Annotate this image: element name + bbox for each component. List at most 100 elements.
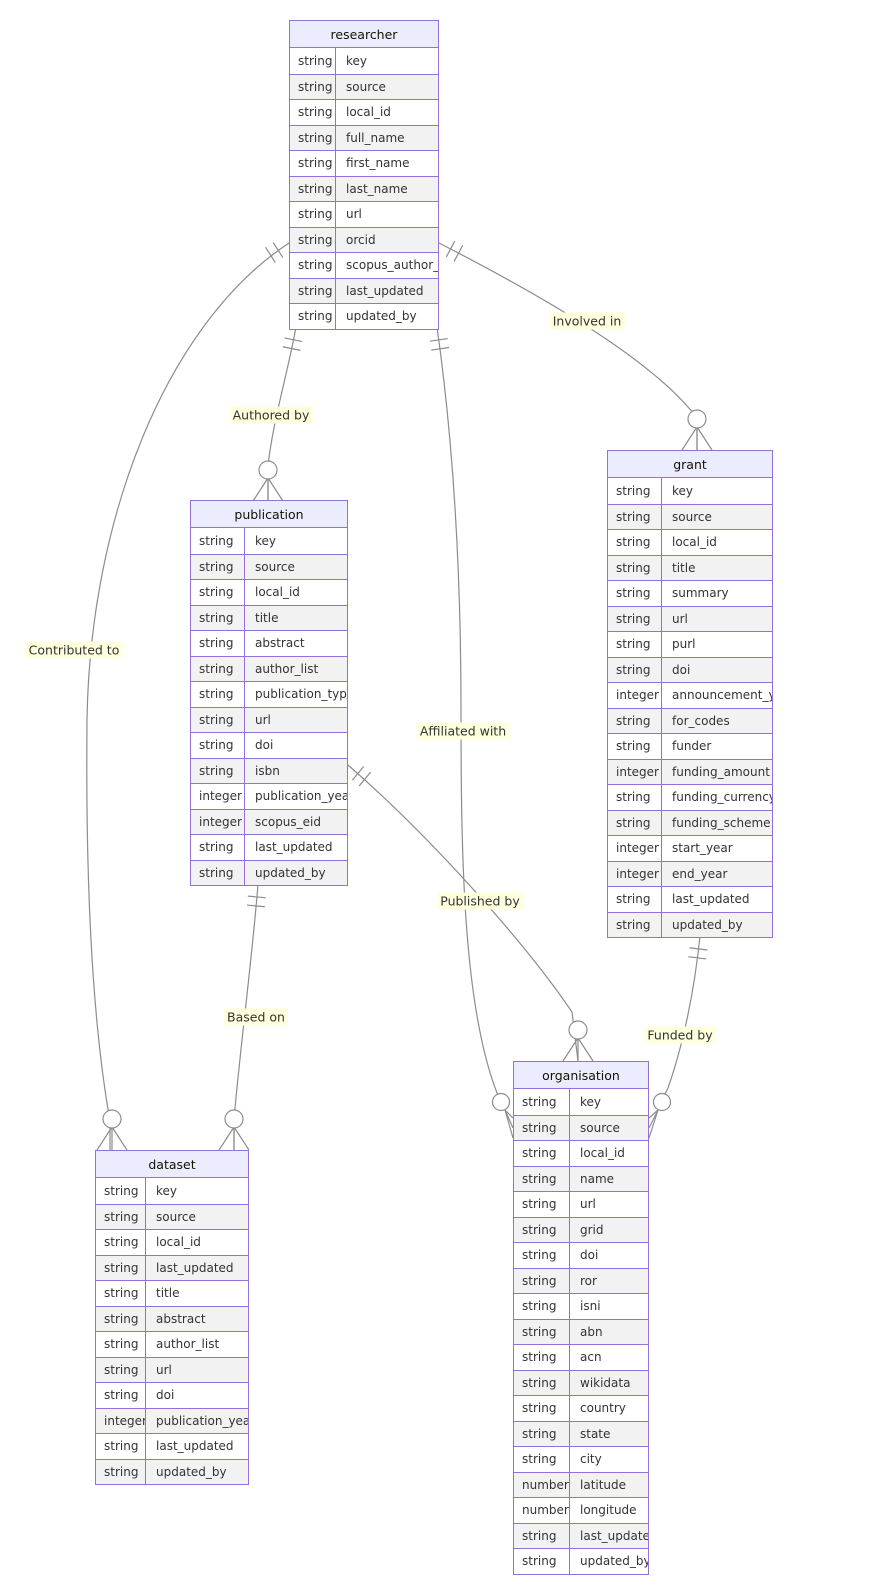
attribute-type: string [514, 1166, 570, 1191]
attribute-name: doi [570, 1243, 648, 1268]
attribute-name: funder [662, 734, 772, 759]
relationship-line [438, 242, 698, 450]
attribute-type: string [290, 125, 336, 150]
one-cardinality-tick [445, 240, 456, 258]
attribute-name: funding_currency [662, 785, 772, 810]
crow-foot-prong [111, 1126, 128, 1151]
crow-foot-prong [696, 426, 713, 451]
relationship-line [233, 883, 259, 1150]
attribute-name: state [570, 1421, 648, 1446]
attribute-type: string [514, 1243, 570, 1268]
one-cardinality-tick [282, 346, 301, 351]
crow-foot-prong [504, 1109, 514, 1139]
attribute-type: string [96, 1383, 146, 1408]
entity-title: organisation [514, 1062, 648, 1089]
zero-or-many-circle [652, 1092, 672, 1112]
attribute-type: number [514, 1472, 570, 1497]
attribute-name: for_codes [662, 708, 772, 733]
attribute-name: publication_year [245, 784, 347, 809]
attribute-name: name [570, 1166, 648, 1191]
attribute-type: string [514, 1115, 570, 1140]
relationship-label-involved-in: Involved in [549, 312, 625, 330]
one-cardinality-tick [272, 242, 284, 258]
attribute-type: string [514, 1217, 570, 1242]
attribute-name: abstract [146, 1306, 248, 1331]
attribute-type: string [191, 631, 245, 656]
attribute-name: publication_type [245, 682, 347, 707]
attribute-name: key [146, 1178, 248, 1204]
attribute-name: doi [146, 1383, 248, 1408]
attribute-type: string [514, 1089, 570, 1115]
attribute-type: string [608, 810, 662, 835]
crow-foot-prong [648, 1109, 659, 1139]
one-cardinality-tick [351, 765, 365, 781]
one-cardinality-tick [265, 246, 276, 263]
attribute-type: string [191, 656, 245, 681]
attribute-name: country [570, 1396, 648, 1421]
attribute-type: string [290, 253, 336, 278]
attribute-name: orcid [336, 227, 438, 252]
attribute-type: string [290, 202, 336, 227]
one-cardinality-tick [284, 337, 303, 343]
attribute-name: acn [570, 1345, 648, 1370]
attribute-type: string [514, 1447, 570, 1472]
attribute-name: source [245, 554, 347, 579]
attribute-type: string [608, 708, 662, 733]
zero-or-many-circle [258, 460, 278, 480]
attribute-type: integer [608, 759, 662, 784]
attribute-type: string [96, 1357, 146, 1382]
attribute-name: funding_scheme [662, 810, 772, 835]
attribute-name: url [146, 1357, 248, 1382]
crow-foot-prong [681, 426, 698, 451]
attribute-type: integer [191, 809, 245, 834]
attribute-name: abn [570, 1319, 648, 1344]
crow-foot-prong [218, 1126, 235, 1151]
attribute-type: integer [608, 683, 662, 708]
attribute-name: doi [245, 733, 347, 758]
attribute-name: latitude [570, 1472, 648, 1497]
attribute-type: string [191, 554, 245, 579]
attribute-name: full_name [336, 125, 438, 150]
one-cardinality-tick [247, 895, 266, 899]
attribute-name: abstract [245, 631, 347, 656]
attribute-type: string [191, 733, 245, 758]
relationship-line [267, 326, 297, 501]
attribute-type: string [96, 1178, 146, 1204]
attribute-name: first_name [336, 151, 438, 176]
attribute-type: string [96, 1332, 146, 1357]
attribute-name: last_updated [662, 887, 772, 912]
one-cardinality-tick [429, 337, 448, 342]
attribute-name: key [570, 1089, 648, 1115]
attribute-name: updated_by [245, 860, 347, 885]
